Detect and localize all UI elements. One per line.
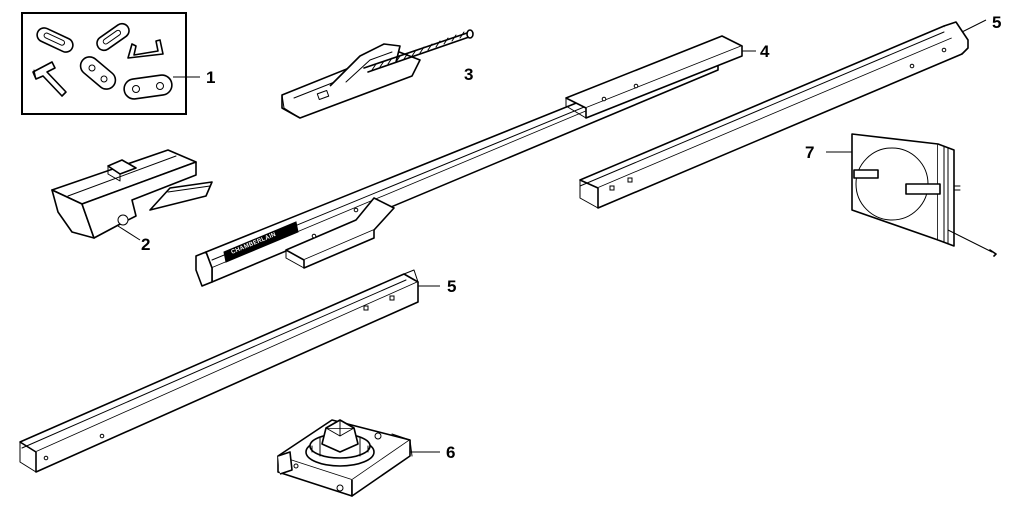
callout-5-upper: 5 xyxy=(992,13,1001,32)
callout-4: 4 xyxy=(760,42,770,61)
inner-trolley-part xyxy=(281,29,474,119)
callout-5-lower: 5 xyxy=(447,277,456,296)
rail-section-lower-part xyxy=(19,269,440,473)
sprocket-icon xyxy=(305,419,382,467)
t-pin-icon xyxy=(32,61,67,97)
callout-3: 3 xyxy=(464,65,473,84)
link-clip-icon xyxy=(127,39,164,59)
trolley-part xyxy=(51,149,213,241)
rail-section-upper-part xyxy=(579,19,987,209)
cover-plate-part xyxy=(826,133,997,257)
master-link-icon xyxy=(36,27,74,53)
hardware-kit-part xyxy=(21,12,200,115)
threaded-rod-icon xyxy=(371,31,465,71)
callout-1: 1 xyxy=(206,68,215,87)
oval-link-icon xyxy=(123,74,173,100)
callout-2: 2 xyxy=(141,235,150,254)
cover-tab-icon xyxy=(853,169,941,195)
callout-7: 7 xyxy=(805,143,814,162)
front-rail-part: CHAMBERLAIN xyxy=(195,35,756,287)
idler-bracket-part xyxy=(277,419,440,497)
chain-link-icon xyxy=(96,22,130,52)
callout-6: 6 xyxy=(446,443,455,462)
side-plate-icon xyxy=(79,56,117,90)
